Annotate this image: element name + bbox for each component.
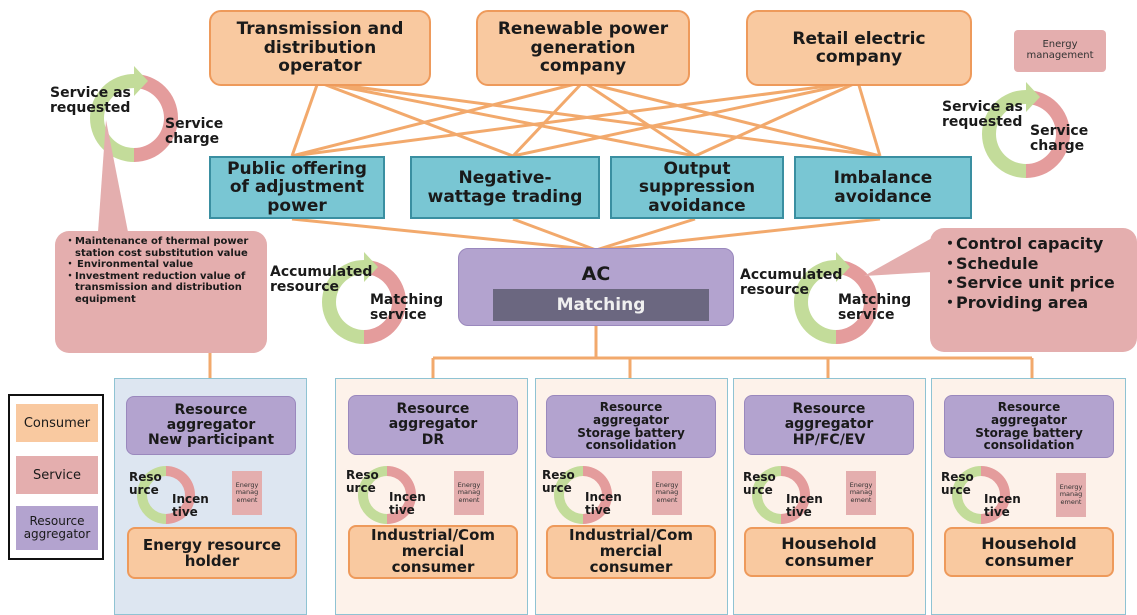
- resource-aggregator-box: Resource aggregator HP/FC/EV: [744, 395, 914, 455]
- left-matching-service: Matching service: [370, 292, 444, 324]
- legend-resource-aggregator: Resource aggregator: [16, 506, 98, 550]
- legend-service: Service: [16, 456, 98, 494]
- resource-aggregator-box: Resource aggregator Storage battery cons…: [546, 395, 716, 458]
- service-negative-wattage: Negative- wattage trading: [410, 156, 600, 219]
- right-service-as-requested: Service as requested: [942, 99, 1023, 131]
- left-service-charge: Service charge: [165, 116, 224, 148]
- consumer-box: Household consumer: [944, 527, 1114, 577]
- control-box: ・Control capacity ・Schedule ・Service uni…: [930, 228, 1137, 352]
- value-box: ・Maintenance of thermal power station co…: [55, 231, 267, 353]
- legend-consumer: Consumer: [16, 404, 98, 442]
- energy-management-tag: Energy manag ement: [846, 471, 876, 515]
- incentive-label: Incen tive: [389, 490, 426, 518]
- energy-management-tag: Energy management: [1014, 30, 1106, 72]
- value-item: ・Investment reduction value of transmiss…: [65, 270, 246, 305]
- resource-aggregator-box: Resource aggregator New participant: [126, 396, 296, 455]
- left-cycle-arrows: [90, 66, 178, 162]
- value-box-pointer: [98, 120, 128, 232]
- tdo-box: Transmission and distribution operator: [209, 10, 431, 86]
- ac-title: AC: [581, 263, 611, 285]
- energy-management-tag: Energy manag ement: [454, 471, 484, 515]
- control-box-pointer: [864, 238, 932, 276]
- consumer-box: Industrial/Com mercial consumer: [546, 525, 716, 579]
- resource-cycle-arrows: [358, 466, 416, 524]
- left-matching-arrows: [322, 252, 406, 344]
- right-matching-arrows: [794, 252, 878, 344]
- incentive-label: Incen tive: [585, 490, 622, 518]
- right-service-charge: Service charge: [1030, 123, 1089, 155]
- left-service-as-requested: Service as requested: [50, 85, 131, 117]
- incentive-label: Incen tive: [172, 492, 209, 520]
- right-cycle-arrows: [982, 82, 1070, 178]
- resource-label: Reso urce: [743, 470, 776, 498]
- resource-cycle-arrows: [137, 466, 195, 524]
- matching-bar: Matching: [493, 289, 709, 321]
- energy-management-tag: Energy manag ement: [232, 471, 262, 515]
- resource-cycle-arrows: [952, 466, 1010, 524]
- consumer-box: Energy resource holder: [127, 527, 297, 579]
- incentive-label: Incen tive: [786, 492, 823, 520]
- right-accumulated-resource: Accumulated resource: [740, 267, 843, 299]
- right-matching-service: Matching service: [838, 292, 912, 324]
- consumer-box: Industrial/Com mercial consumer: [348, 525, 518, 579]
- resource-label: Reso urce: [346, 468, 379, 496]
- service-imbalance: Imbalance avoidance: [794, 156, 972, 219]
- incentive-label: Incen tive: [984, 492, 1021, 520]
- service-output-suppression: Output suppression avoidance: [610, 156, 784, 219]
- value-item: ・Environmental value: [65, 259, 194, 271]
- energy-management-tag: Energy manag ement: [652, 471, 682, 515]
- value-item: ・Maintenance of thermal power station co…: [65, 236, 249, 259]
- renewable-box: Renewable power generation company: [476, 10, 690, 86]
- left-accumulated-resource: Accumulated resource: [270, 264, 373, 296]
- resource-label: Reso urce: [129, 470, 162, 498]
- resource-aggregator-box: Resource aggregator DR: [348, 395, 518, 455]
- legend: Consumer Service Resource aggregator: [8, 394, 104, 560]
- service-public-offering: Public offering of adjustment power: [209, 156, 385, 219]
- control-item: ・Service unit price: [942, 273, 1115, 293]
- energy-management-tag: Energy manag ement: [1056, 473, 1086, 517]
- control-item: ・Control capacity: [942, 234, 1104, 253]
- control-item: ・Providing area: [942, 292, 1089, 312]
- consumer-box: Household consumer: [744, 527, 914, 577]
- retail-box: Retail electric company: [746, 10, 972, 86]
- resource-cycle-arrows: [752, 466, 810, 524]
- resource-label: Reso urce: [542, 468, 575, 496]
- resource-aggregator-box: Resource aggregator Storage battery cons…: [944, 395, 1114, 458]
- ac-box: AC Matching: [458, 248, 734, 326]
- resource-label: Reso urce: [941, 470, 974, 498]
- resource-cycle-arrows: [554, 466, 612, 524]
- control-item: ・Schedule: [942, 253, 1039, 273]
